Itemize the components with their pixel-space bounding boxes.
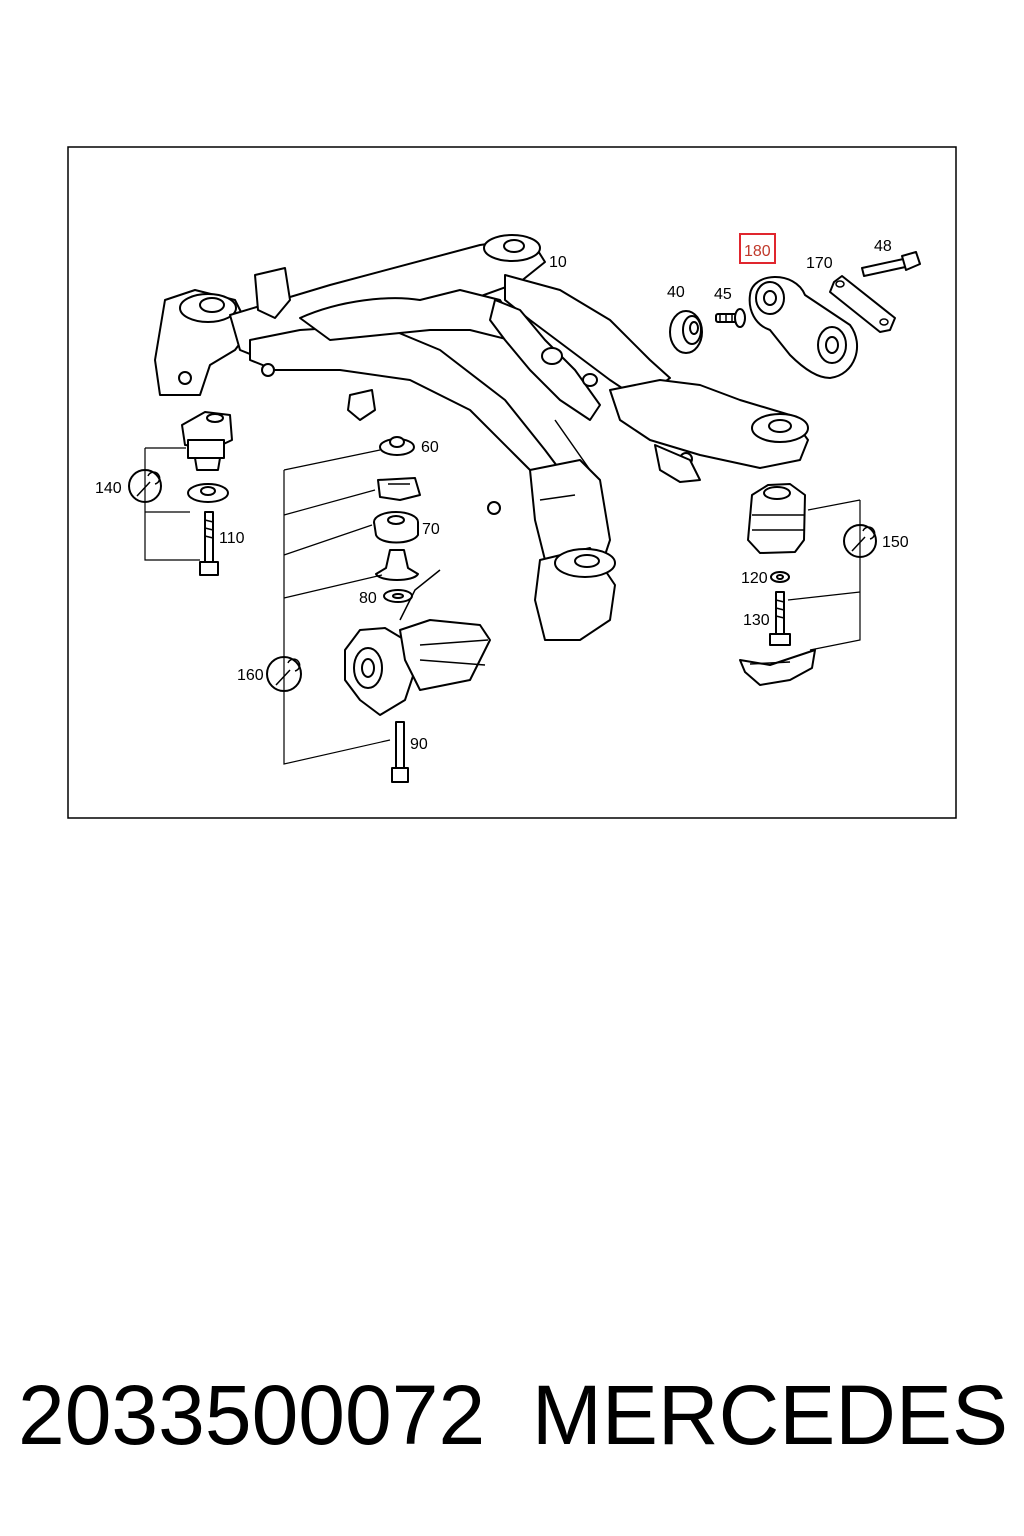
label-150: 150	[882, 534, 909, 551]
label-60: 60	[421, 439, 439, 456]
bracket-cup	[377, 477, 421, 501]
cover-plate	[739, 649, 816, 686]
brand-name: MERCEDES	[531, 1367, 1008, 1462]
label-170: 170	[806, 255, 833, 272]
rubber-mount-70	[373, 511, 419, 544]
label-120: 120	[741, 570, 768, 587]
bolt-110	[199, 511, 219, 576]
axle-housing	[344, 569, 491, 716]
rear-subframe	[154, 234, 809, 641]
label-140: 140	[95, 480, 122, 497]
bolt-130	[769, 591, 791, 646]
link-180	[748, 276, 859, 379]
strap-170	[829, 275, 896, 333]
bolt-90	[391, 721, 409, 783]
washer-120	[770, 571, 790, 583]
label-130: 130	[743, 612, 770, 629]
label-90: 90	[410, 736, 428, 753]
bolt-48	[861, 251, 921, 277]
label-40: 40	[667, 284, 685, 301]
bushing-40	[669, 310, 703, 354]
bushing-cone	[375, 549, 419, 581]
rubber-mount-150	[747, 483, 806, 554]
label-48: 48	[874, 238, 892, 255]
mount-140	[181, 411, 233, 471]
part-number: 2033500072	[18, 1367, 486, 1462]
washer-80	[383, 589, 413, 603]
part-labels: 10 40 45 180 170 48 60 70 80 90 110 120 …	[95, 233, 909, 753]
label-180: 180	[744, 243, 771, 260]
label-80: 80	[359, 590, 377, 607]
washer-140	[187, 483, 229, 503]
label-70: 70	[422, 521, 440, 538]
caption-bar: 2033500072 MERCEDES	[18, 1360, 1008, 1470]
label-45: 45	[714, 286, 732, 303]
label-160: 160	[237, 667, 264, 684]
stud-45	[715, 308, 746, 328]
highlight-box-180	[739, 233, 776, 264]
label-10: 10	[549, 254, 567, 271]
diagram-frame	[67, 146, 957, 819]
subframe-parts-diagram: 10 40 45 180 170 48 60 70 80 90 110 120 …	[67, 146, 957, 819]
label-110: 110	[219, 530, 245, 547]
nut-60	[379, 436, 415, 456]
leader-lines	[144, 447, 861, 765]
